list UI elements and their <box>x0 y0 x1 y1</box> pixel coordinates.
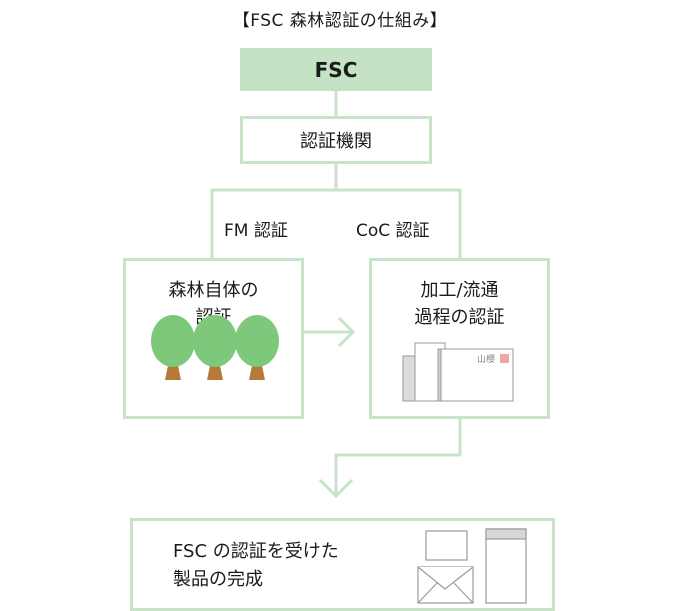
tree-icon <box>235 315 279 380</box>
page-title: 【FSC 森林認証の仕組み】 <box>232 11 448 31</box>
arrow-final-head <box>318 478 354 499</box>
paper-stack-icon: 山櫻 <box>402 342 514 402</box>
processing-certification-box: 加工/流通 過程の認証 山櫻 <box>369 258 550 419</box>
fsc-node: FSC <box>240 48 432 91</box>
brand-stamp-text: 山櫻 <box>477 353 495 365</box>
small-card-icon <box>425 530 468 561</box>
products-illustration <box>417 528 527 604</box>
fm-certification-label: FM 認証 <box>224 221 288 241</box>
final-product-text: FSC の認証を受けた 製品の完成 <box>173 538 339 594</box>
coc-certification-label: CoC 認証 <box>356 221 430 241</box>
final-text-line1: FSC の認証を受けた <box>173 541 339 562</box>
fsc-label: FSC <box>314 57 358 82</box>
processing-text-line2: 過程の認証 <box>414 307 505 328</box>
processing-certification-text: 加工/流通 過程の認証 <box>372 277 547 331</box>
tree-icon <box>193 315 237 380</box>
final-text-line2: 製品の完成 <box>173 569 263 590</box>
connector-split-branches <box>210 188 462 260</box>
long-envelope-icon <box>485 528 527 604</box>
processing-text-line1: 加工/流通 <box>420 280 499 301</box>
forest-text-line1: 森林自体の <box>168 280 259 301</box>
forest-certification-box: 森林自体の 認証 <box>123 258 304 419</box>
trees-illustration <box>151 315 279 380</box>
final-product-box: FSC の認証を受けた 製品の完成 <box>130 518 555 611</box>
certification-body-node: 認証機関 <box>240 116 432 164</box>
arrow-fm-coc-head <box>337 316 356 348</box>
connector-coc-final <box>334 419 462 495</box>
tree-icon <box>151 315 195 380</box>
envelope-icon <box>417 566 474 604</box>
agency-label: 認証機関 <box>300 131 372 152</box>
